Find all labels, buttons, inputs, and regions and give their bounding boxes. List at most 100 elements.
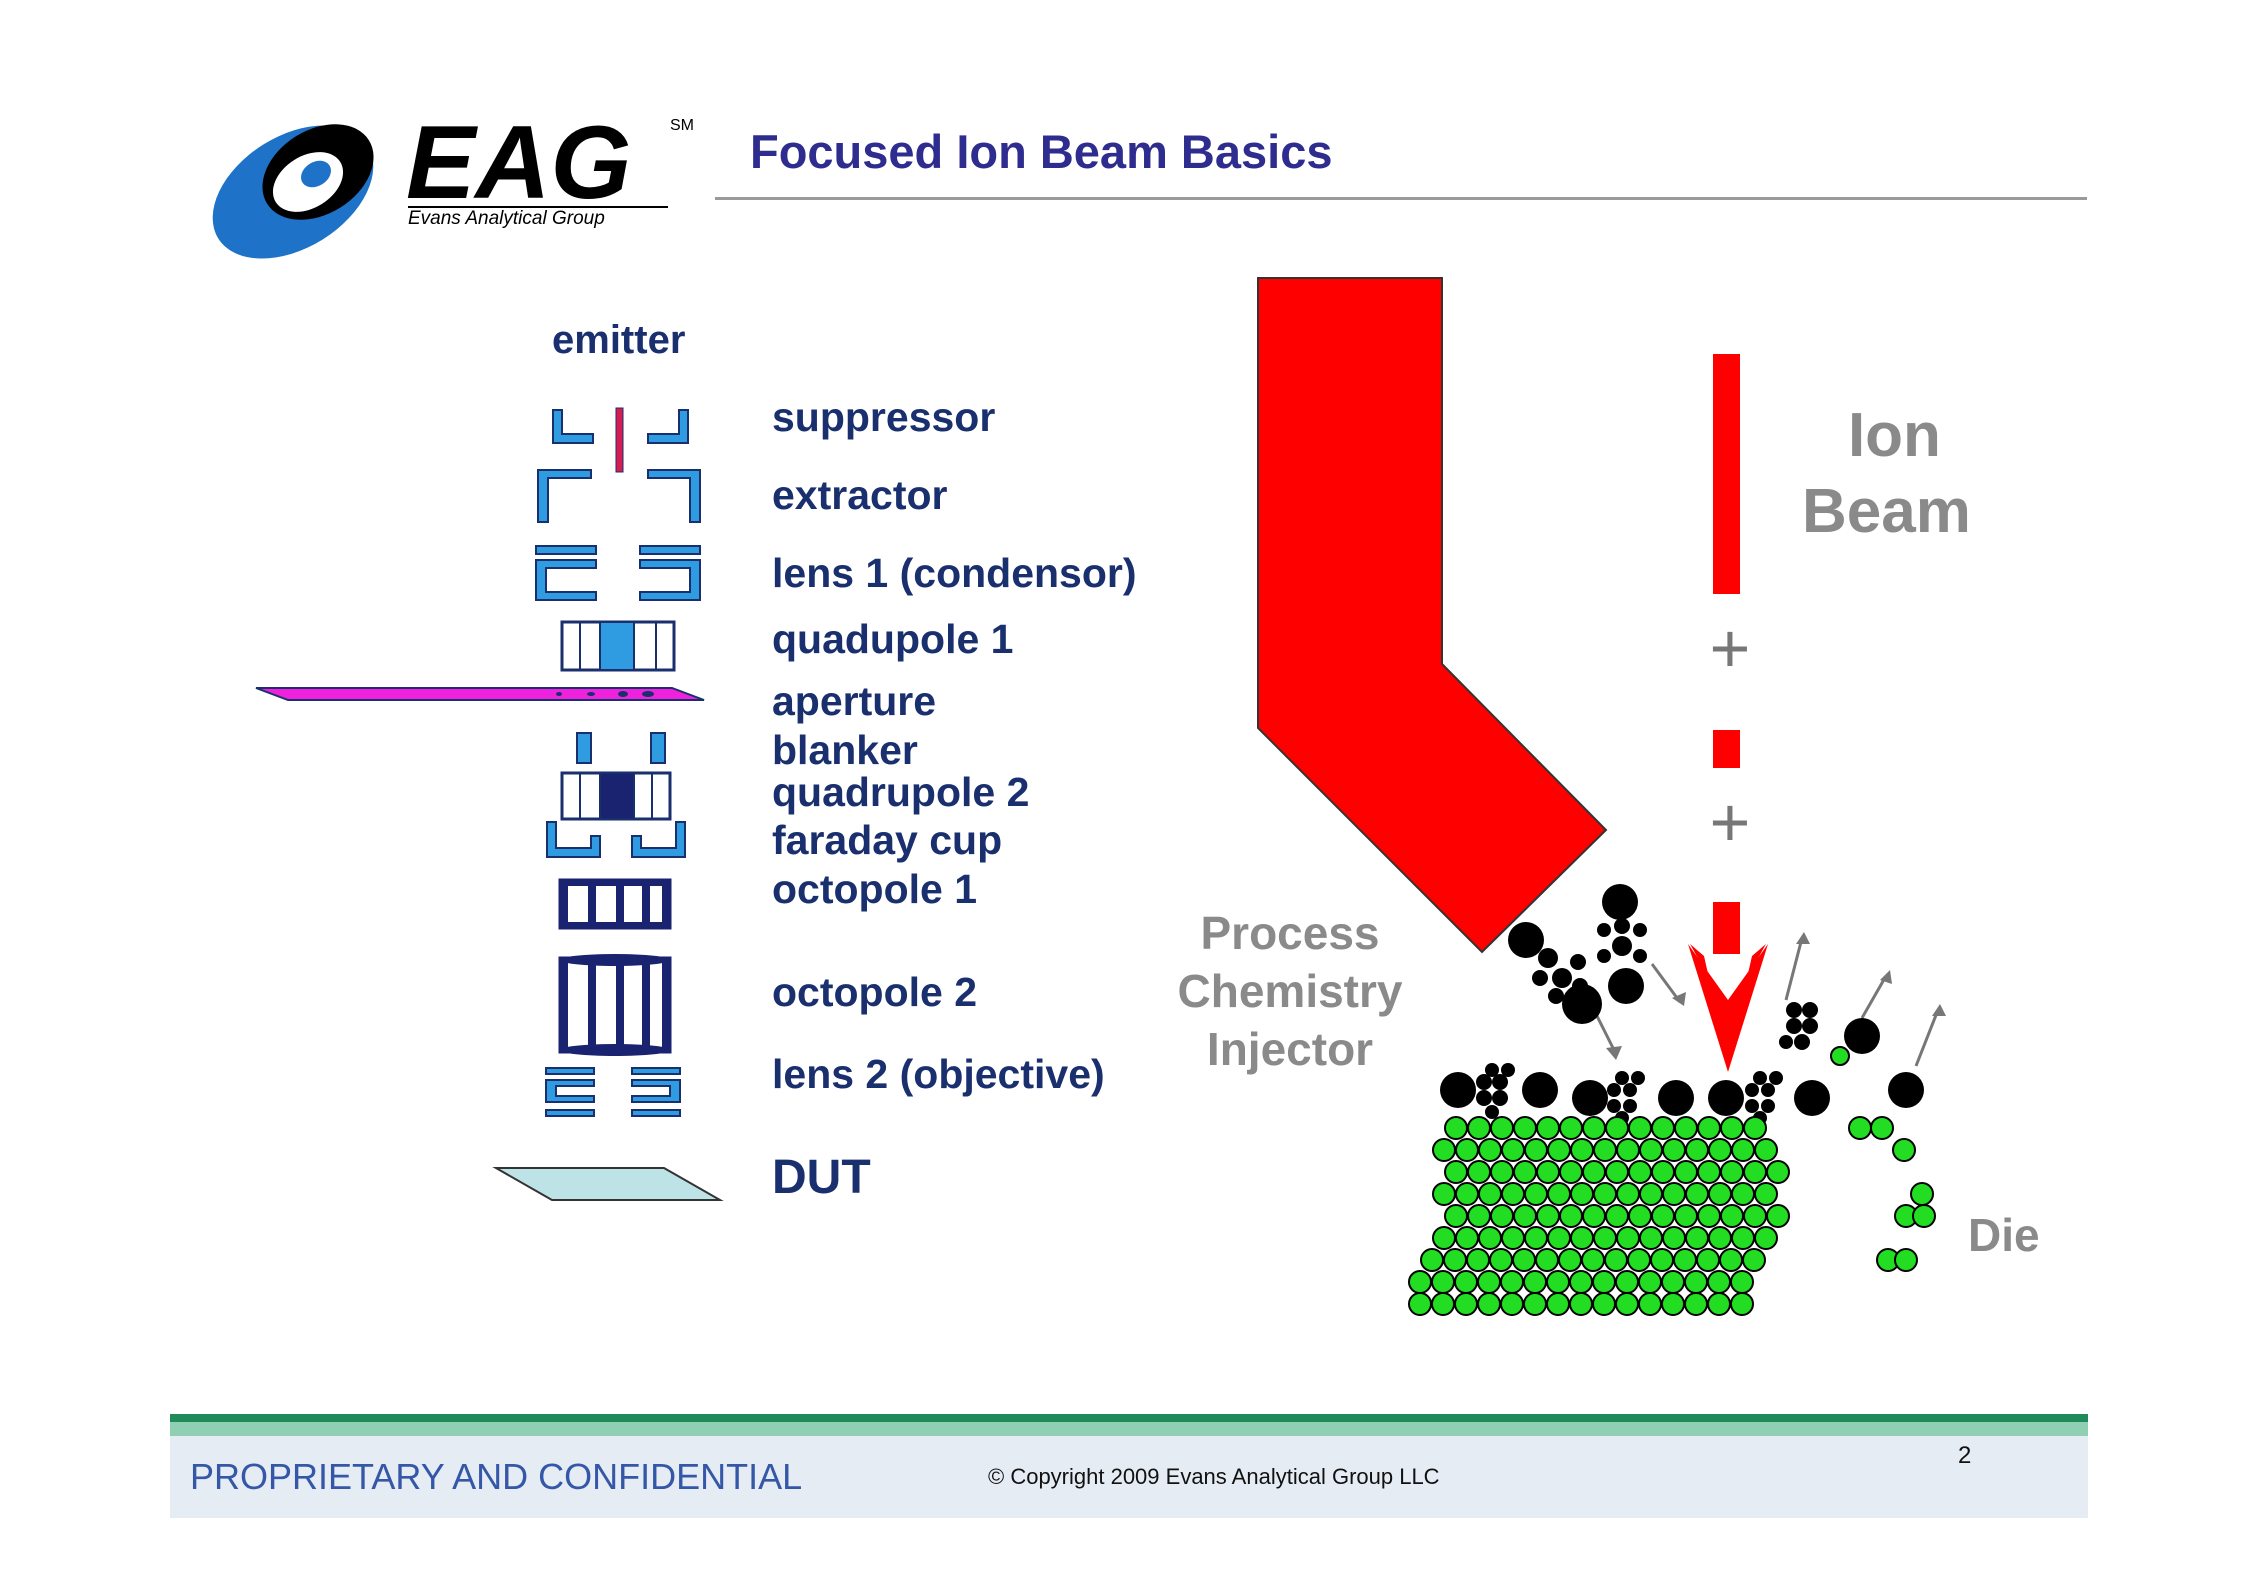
sputter-arrowheads — [1606, 932, 1946, 1060]
substrate-atom — [1894, 1248, 1918, 1272]
substrate-atom — [1604, 1248, 1628, 1272]
page-number: 2 — [1958, 1442, 1972, 1469]
die-substrate — [1408, 1116, 1936, 1316]
substrate-atom — [1766, 1204, 1790, 1228]
substrate-atom — [1662, 1138, 1686, 1162]
substrate-atom — [1743, 1116, 1767, 1140]
aperture-component — [255, 687, 705, 701]
substrate-atom — [1638, 1270, 1662, 1294]
precursor-molecules — [1440, 884, 1924, 1125]
substrate-atom — [1524, 1226, 1548, 1250]
substrate-atom — [1731, 1182, 1755, 1206]
substrate-atom — [1912, 1204, 1936, 1228]
substrate-atom — [1616, 1226, 1640, 1250]
substrate-atom — [1593, 1182, 1617, 1206]
ion-beam-label: Ion Beam — [1802, 398, 1971, 550]
substrate-atom — [1569, 1292, 1593, 1316]
substrate-atom — [1651, 1160, 1675, 1184]
substrate-atom — [1651, 1116, 1675, 1140]
emitter-label: emitter — [552, 318, 686, 362]
extractor-component — [537, 469, 701, 523]
substrate-atom — [1674, 1204, 1698, 1228]
lens1-component — [535, 545, 701, 601]
substrate-atom — [1730, 1292, 1754, 1316]
substrate-atom — [1477, 1292, 1501, 1316]
label-dut: DUT — [772, 1151, 871, 1204]
substrate-atom — [1489, 1248, 1513, 1272]
substrate-atom — [1848, 1116, 1872, 1140]
injector-label: Process Chemistry Injector — [1160, 904, 1420, 1078]
substrate-atom — [1743, 1160, 1767, 1184]
substrate-atom — [1684, 1292, 1708, 1316]
substrate-atom — [1674, 1116, 1698, 1140]
ion-beam-dash — [1713, 902, 1740, 954]
faraday-cup-component — [546, 821, 686, 858]
substrate-atom — [1582, 1204, 1606, 1228]
substrate-atom — [1490, 1160, 1514, 1184]
substrate-atom — [1696, 1248, 1720, 1272]
substrate-atom — [1650, 1248, 1674, 1272]
substrate-atom — [1892, 1138, 1916, 1162]
label-aperture: aperture — [772, 678, 937, 724]
substrate-atom — [1616, 1138, 1640, 1162]
suppressor-component — [552, 407, 689, 473]
lens2-component — [545, 1067, 681, 1117]
substrate-atom — [1432, 1226, 1456, 1250]
quadrupole2-component — [560, 771, 672, 821]
substrate-atom — [1639, 1182, 1663, 1206]
substrate-atom — [1605, 1204, 1629, 1228]
substrate-atom — [1501, 1138, 1525, 1162]
substrate-atom — [1615, 1270, 1639, 1294]
substrate-atom — [1523, 1292, 1547, 1316]
substrate-atom — [1535, 1248, 1559, 1272]
plus-sign-2: + — [1710, 783, 1751, 861]
substrate-atom — [1444, 1160, 1468, 1184]
substrate-atom — [1513, 1160, 1537, 1184]
substrate-atom — [1605, 1160, 1629, 1184]
substrate-atom — [1490, 1116, 1514, 1140]
substrate-atom — [1559, 1116, 1583, 1140]
substrate-atom — [1444, 1116, 1468, 1140]
substrate-atom — [1628, 1116, 1652, 1140]
substrate-atom — [1570, 1138, 1594, 1162]
label-quadrupole2: quadrupole 2 — [772, 769, 1030, 815]
substrate-atom — [1559, 1204, 1583, 1228]
ion-beam-dash — [1713, 730, 1740, 768]
substrate-atom — [1605, 1116, 1629, 1140]
substrate-atom — [1501, 1226, 1525, 1250]
plus-sign-1: + — [1710, 609, 1751, 687]
substrate-atom — [1536, 1160, 1560, 1184]
substrate-atom — [1547, 1138, 1571, 1162]
substrate-atom — [1408, 1292, 1432, 1316]
substrate-atom — [1477, 1270, 1501, 1294]
substrate-atom — [1455, 1182, 1479, 1206]
substrate-atom — [1685, 1182, 1709, 1206]
substrate-atom — [1431, 1292, 1455, 1316]
substrate-atom — [1615, 1292, 1639, 1316]
substrate-atom — [1546, 1292, 1570, 1316]
substrate-atom — [1420, 1248, 1444, 1272]
substrate-atom — [1467, 1160, 1491, 1184]
substrate-atom — [1524, 1138, 1548, 1162]
substrate-atom — [1467, 1116, 1491, 1140]
substrate-atom — [1559, 1160, 1583, 1184]
substrate-atom — [1766, 1160, 1790, 1184]
substrate-atom — [1523, 1270, 1547, 1294]
substrate-atom — [1443, 1248, 1467, 1272]
substrate-atom — [1455, 1138, 1479, 1162]
logo-text: EAG — [406, 105, 631, 221]
footer-copyright: © Copyright 2009 Evans Analytical Group … — [988, 1464, 1440, 1489]
title-rule — [715, 197, 2087, 200]
substrate-atom — [1707, 1292, 1731, 1316]
substrate-atom — [1547, 1226, 1571, 1250]
substrate-atom — [1593, 1226, 1617, 1250]
substrate-atom — [1730, 1270, 1754, 1294]
label-octopole1: octopole 1 — [772, 866, 978, 912]
ion-label-line1: Ion — [1847, 401, 1941, 470]
substrate-atom — [1697, 1160, 1721, 1184]
octopole1-component — [558, 878, 672, 930]
substrate-atom — [1719, 1248, 1743, 1272]
substrate-atom — [1674, 1160, 1698, 1184]
slide-title: Focused Ion Beam Basics — [750, 125, 1333, 178]
